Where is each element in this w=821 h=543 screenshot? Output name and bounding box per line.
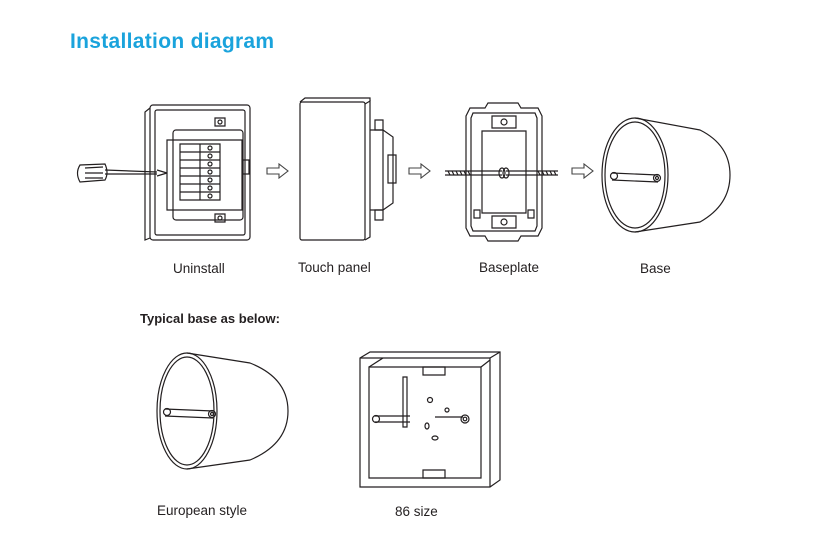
page-title: Installation diagram bbox=[70, 30, 275, 53]
base-illustration bbox=[600, 110, 740, 245]
86-size-base-illustration bbox=[355, 350, 505, 490]
arrow-right-icon bbox=[266, 163, 290, 179]
typical-base-heading: Typical base as below: bbox=[140, 311, 280, 326]
arrow-right-icon bbox=[571, 163, 595, 179]
baseplate-illustration bbox=[440, 98, 565, 248]
arrow-right-icon bbox=[408, 163, 432, 179]
uninstall-illustration bbox=[75, 100, 265, 250]
european-style-base-illustration bbox=[155, 348, 295, 478]
step-label-touch-panel: Touch panel bbox=[298, 260, 371, 275]
step-label-base: Base bbox=[640, 261, 671, 276]
step-label-baseplate: Baseplate bbox=[479, 260, 540, 275]
typical-label-86-size: 86 size bbox=[395, 504, 438, 519]
step-label-uninstall: Uninstall bbox=[173, 261, 225, 276]
typical-label-european-style: European style bbox=[157, 503, 248, 518]
touch-panel-illustration bbox=[295, 95, 400, 245]
